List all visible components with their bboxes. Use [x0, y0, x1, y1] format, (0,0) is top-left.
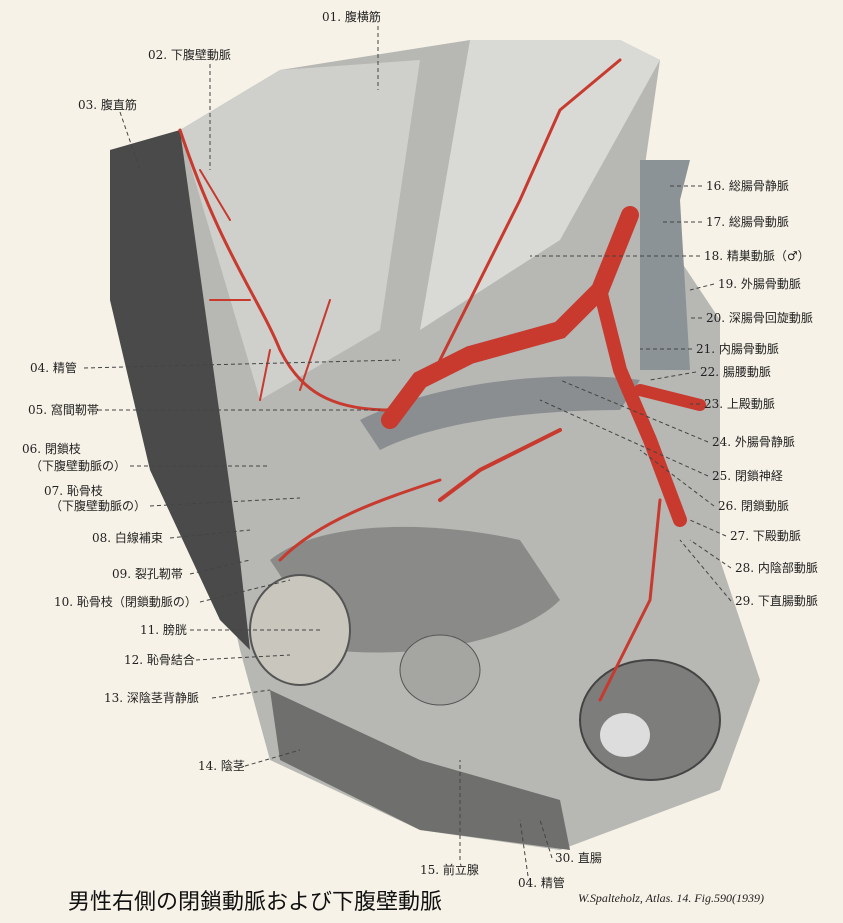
label-obturator-artery: 26. 閉鎖動脈 [718, 499, 789, 513]
label-pubic-branch-epigastric-note: （下腹壁動脈の） [50, 499, 147, 513]
arteries [178, 58, 706, 702]
label-prostate: 15. 前立腺 [420, 863, 479, 877]
label-inferior-epigastric-artery: 02. 下腹壁動脈 [148, 48, 231, 62]
label-lacunar-ligament: 09. 裂孔靭帯 [112, 567, 183, 581]
label-inferior-rectal-artery: 29. 下直腸動脈 [735, 594, 818, 608]
label-deep-circumflex-iliac-artery: 20. 深腸骨回旋動脈 [706, 311, 813, 325]
label-deep-dorsal-vein: 13. 深陰茎背静脈 [104, 691, 199, 705]
label-external-iliac-artery: 19. 外腸骨動脈 [718, 277, 801, 291]
label-common-iliac-artery: 17. 総腸骨動脈 [706, 215, 789, 229]
label-testicular-artery: 18. 精巣動脈（♂） [704, 249, 810, 263]
label-common-iliac-vein: 16. 総腸骨静脈 [706, 179, 789, 193]
label-vas-deferens: 04. 精管 [30, 361, 77, 375]
label-pubic-symphysis: 12. 恥骨結合 [124, 653, 195, 667]
label-obturator-nerve: 25. 閉鎖神経 [712, 469, 783, 483]
label-adminiculum-lineae-albae: 08. 白線補束 [92, 531, 163, 545]
leader-lines [83, 26, 732, 877]
figure-title: 男性右側の閉鎖動脈および下腹壁動脈 [68, 890, 443, 915]
label-rectus-abdominis: 03. 腹直筋 [78, 98, 137, 112]
label-rectum: 30. 直腸 [555, 851, 602, 865]
label-internal-pudendal-artery: 28. 内陰部動脈 [735, 561, 818, 575]
label-iliolumbar-artery: 22. 腸腰動脈 [700, 365, 771, 379]
label-obturator-branch-note: （下腹壁動脈の） [30, 459, 127, 473]
label-penis: 14. 陰茎 [198, 759, 245, 773]
label-internal-iliac-artery: 21. 内腸骨動脈 [696, 342, 779, 356]
muscle-tissue [110, 40, 760, 850]
label-superior-gluteal-artery: 23. 上殿動脈 [704, 397, 775, 411]
label-obturator-branch: 06. 閉鎖枝 [22, 442, 81, 456]
label-pubic-branch-epigastric: 07. 恥骨枝 [44, 484, 103, 498]
label-pubic-branch-obturator: 10. 恥骨枝（閉鎖動脈の） [54, 595, 197, 609]
label-transversus-abdominis: 01. 腹横筋 [322, 10, 381, 24]
label-external-iliac-vein: 24. 外腸骨静脈 [712, 435, 795, 449]
label-vas-deferens-bottom: 04. 精管 [518, 876, 565, 890]
label-interfoveolar-ligament: 05. 窩間靭帯 [28, 403, 99, 417]
label-inferior-gluteal-artery: 27. 下殿動脈 [730, 529, 801, 543]
label-bladder: 11. 膀胱 [140, 623, 187, 637]
figure-credit: W.Spalteholz, Atlas. 14. Fig.590(1939) [578, 891, 764, 905]
